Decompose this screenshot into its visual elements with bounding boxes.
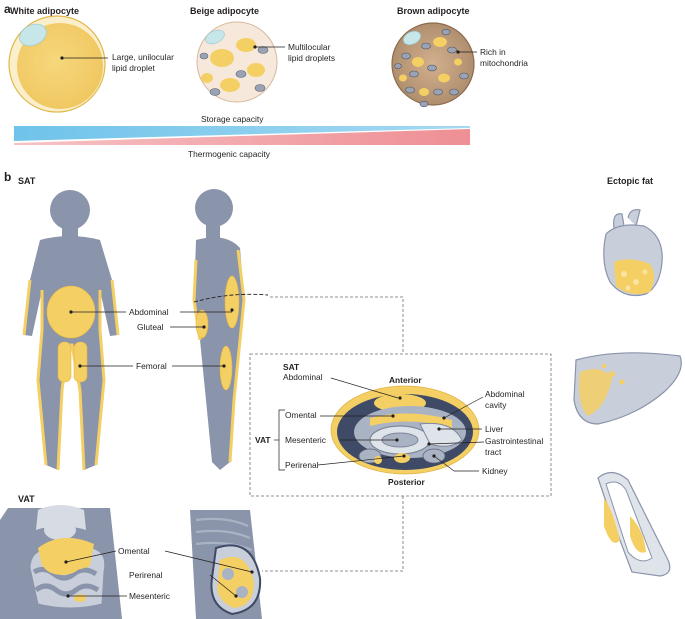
vat-side-torso (190, 510, 262, 619)
thermogenic-capacity-bar (14, 129, 470, 145)
anterior-label: Anterior (389, 375, 422, 385)
brown-adipocyte-label-2: mitochondria (480, 58, 528, 68)
brown-adipocyte-heading: Brown adipocyte (397, 6, 470, 16)
beige-adipocyte-cell (196, 21, 285, 103)
beige-adipocyte-heading: Beige adipocyte (190, 6, 259, 16)
ectopic-fat-heading: Ectopic fat (607, 176, 653, 186)
femoral-label: Femoral (136, 361, 167, 371)
thermogenic-capacity-label: Thermogenic capacity (188, 149, 271, 159)
vat-bracket-label: VAT (255, 435, 271, 445)
connector-top (270, 296, 404, 354)
cross-section-inset (249, 353, 552, 497)
vat-heading: VAT (18, 494, 35, 504)
white-adipocyte-cell (8, 15, 108, 113)
body-front-silhouette (22, 190, 120, 471)
white-adipocyte-label-2: lipid droplet (112, 63, 156, 73)
white-adipocyte-label-1: Large, unilocular (112, 52, 174, 62)
connector-bottom (262, 496, 404, 572)
abdominal-label: Abdominal (129, 307, 169, 317)
panel-a-letter: a (4, 2, 11, 16)
brown-adipocyte-label-1: Rich in (480, 47, 506, 57)
abdominal-cross-section (330, 385, 480, 475)
inset-abdominal-label: Abdominal (283, 372, 323, 382)
gluteal-label: Gluteal (137, 322, 164, 332)
perirenal-vat-label: Perirenal (129, 570, 163, 580)
cross-section-cut-line (193, 293, 269, 303)
omental-vat-label: Omental (118, 546, 150, 556)
muscle-illustration (597, 471, 671, 577)
omental-section-label: Omental (285, 410, 317, 420)
panel-b-letter: b (4, 170, 11, 184)
storage-capacity-label: Storage capacity (201, 114, 264, 124)
gastrointestinal-label-1: Gastrointestinal (485, 436, 543, 446)
beige-adipocyte-label-2: lipid droplets (288, 53, 335, 63)
liver-label: Liver (485, 424, 503, 434)
abdominal-cavity-label-2: cavity (485, 400, 507, 410)
mesenteric-vat-label: Mesenteric (129, 591, 170, 601)
perirenal-section-label: Perirenal (285, 460, 319, 470)
storage-capacity-bar (14, 126, 470, 141)
sat-heading: SAT (18, 176, 36, 186)
beige-adipocyte-label-1: Multilocular (288, 42, 331, 52)
gastrointestinal-label-2: tract (485, 447, 502, 457)
mesenteric-section-label: Mesenteric (285, 435, 326, 445)
vat-front-torso (0, 505, 122, 619)
brown-adipocyte-cell (391, 22, 477, 108)
kidney-label: Kidney (482, 466, 508, 476)
posterior-label: Posterior (388, 477, 426, 487)
abdominal-cavity-label-1: Abdominal (485, 389, 525, 399)
heart-illustration (603, 209, 663, 297)
liver-illustration (573, 352, 682, 425)
inset-sat-heading: SAT (283, 362, 300, 372)
white-adipocyte-heading: White adipocyte (10, 6, 79, 16)
body-side-silhouette (192, 189, 246, 470)
